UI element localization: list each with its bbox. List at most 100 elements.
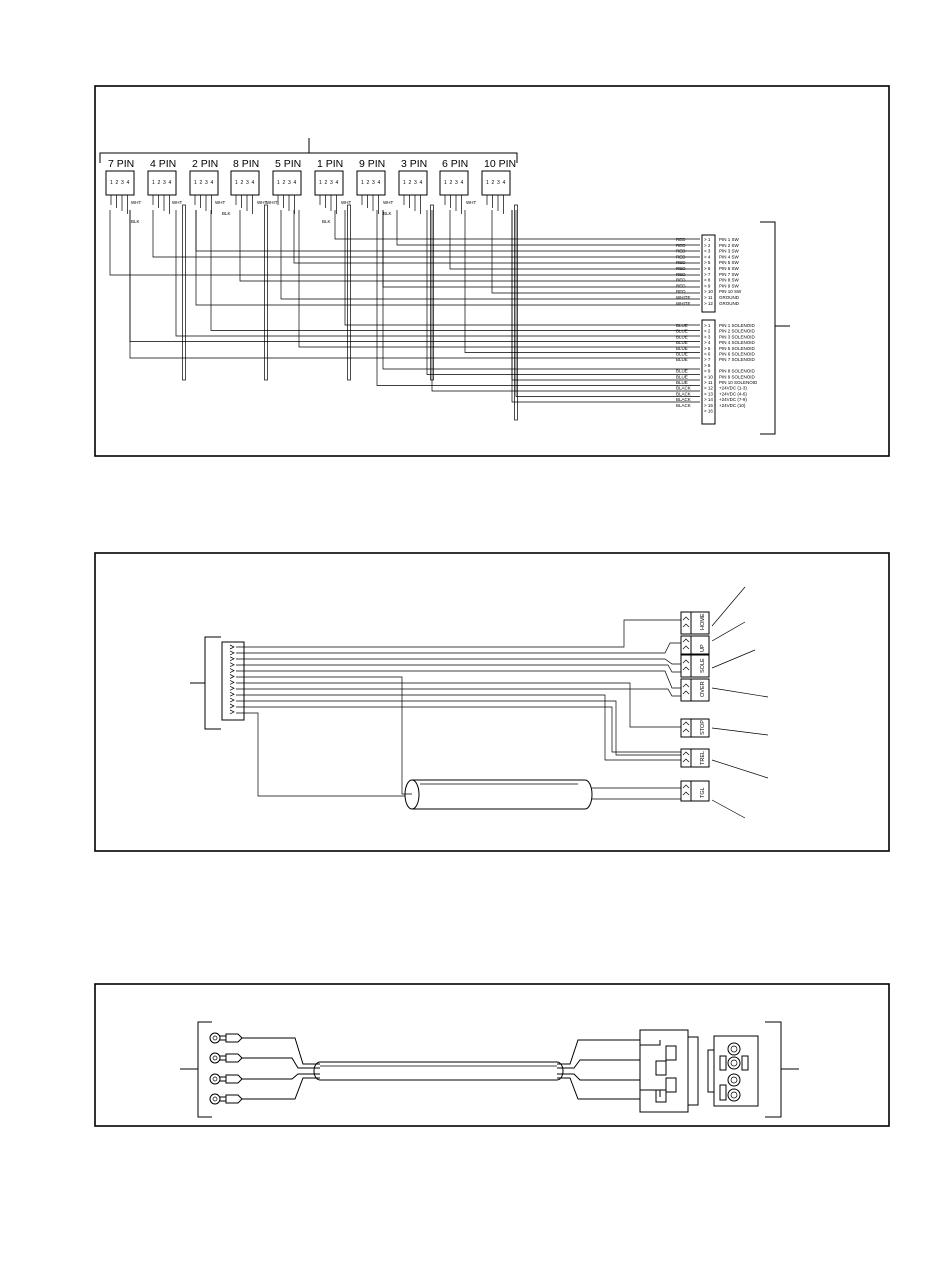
wire (491, 210, 700, 294)
wire-color: RED (676, 254, 686, 259)
wire (515, 210, 700, 397)
wire-color: BLACK (676, 403, 691, 408)
solenoid-terminal-row: > 8 (704, 363, 711, 368)
wire (236, 706, 681, 753)
pin-number: 4 (211, 180, 214, 186)
connector-label: 4 PIN (150, 158, 176, 170)
wire (592, 787, 681, 800)
switch-connector: TGL (680, 780, 710, 802)
wire (236, 712, 405, 797)
terminal-number: > 3 (704, 249, 711, 254)
pin-number: 4 (252, 180, 255, 186)
terminal-label: PIN 2 SW (719, 243, 740, 248)
wire (236, 700, 681, 756)
wire (152, 210, 700, 258)
wire-color: BLACK (676, 397, 691, 402)
terminal-number: > 1 (704, 323, 711, 328)
connector-label: SOLE (700, 658, 706, 673)
wire-color: BLUE (676, 346, 688, 351)
terminal-number: > 16 (704, 409, 713, 414)
terminal-label: PIN 7 SW (719, 272, 740, 277)
wire-color: WHITE (676, 295, 691, 300)
left-fanout (242, 1037, 320, 1100)
terminal-number: > 14 (704, 397, 713, 402)
pin-number: 2 (116, 180, 119, 186)
wire (239, 210, 700, 282)
wire (109, 210, 700, 276)
terminal-label: +24VDC (4-6) (719, 391, 747, 396)
pin-number: 2 (492, 180, 495, 186)
wire (511, 210, 700, 403)
wire-color: BLACK (676, 386, 691, 391)
ring-terminal (209, 1032, 243, 1044)
wire-color: BLUE (676, 374, 688, 379)
switch-connector: SOLE (680, 654, 710, 678)
connector-label: TREL (700, 751, 706, 765)
wire (344, 210, 700, 326)
shielded-cable (404, 779, 593, 810)
switch-connector: UP (680, 635, 710, 655)
pin-number: 3 (288, 180, 291, 186)
wire-color: RED (676, 243, 686, 248)
pin-number: 3 (372, 180, 375, 186)
wire (382, 210, 700, 370)
terminal-number: > 15 (704, 403, 713, 408)
connector-label: HOME (700, 613, 706, 630)
connector-group-bracket (99, 138, 518, 163)
terminal-label: GROUND (719, 301, 740, 306)
wire (449, 210, 700, 270)
wire (210, 210, 700, 331)
bus-bar (182, 204, 186, 381)
pin-chevron (229, 650, 235, 656)
terminal-label: PIN 9 SW (719, 283, 740, 288)
pin-chevron (229, 680, 235, 685)
wire (236, 658, 681, 665)
pin-number: 1 (444, 180, 447, 186)
terminal-number: > 8 (704, 278, 711, 283)
right-fanout (557, 1039, 640, 1100)
wire (175, 210, 700, 337)
pin-number: 2 (200, 180, 203, 186)
terminal-label: PIN 2 SOLENOID (719, 329, 756, 334)
pin-number: 2 (241, 180, 244, 186)
pin-number: 4 (378, 180, 381, 186)
wire (195, 210, 700, 306)
connector-label: 6 PIN (442, 158, 468, 170)
terminal-label: PIN 6 SW (719, 266, 740, 271)
terminal-number: > 10 (704, 374, 713, 379)
wire (511, 210, 700, 381)
plug-housing (639, 1029, 699, 1113)
mating-receptacle (707, 1035, 759, 1107)
pin-number: 2 (450, 180, 453, 186)
terminal-number: > 2 (704, 329, 711, 334)
wire-color-label: BLK (383, 211, 392, 216)
wire-color-label: WHT (172, 200, 182, 205)
wire (293, 210, 700, 264)
cable-jacket (313, 1061, 564, 1081)
pin-chevron (229, 703, 235, 709)
pin-number: 2 (158, 180, 161, 186)
ring-terminals (209, 1032, 243, 1105)
pin-number: 4 (420, 180, 423, 186)
connector-label: UP (700, 644, 706, 652)
pin-chevron (229, 685, 235, 691)
pin-number: 1 (486, 180, 489, 186)
wire-color: RED (676, 260, 686, 265)
diagram-3-frame (94, 983, 890, 1127)
diagram-1-frame (94, 85, 890, 457)
pin-number: 4 (503, 180, 506, 186)
terminal-number: > 7 (704, 272, 711, 277)
